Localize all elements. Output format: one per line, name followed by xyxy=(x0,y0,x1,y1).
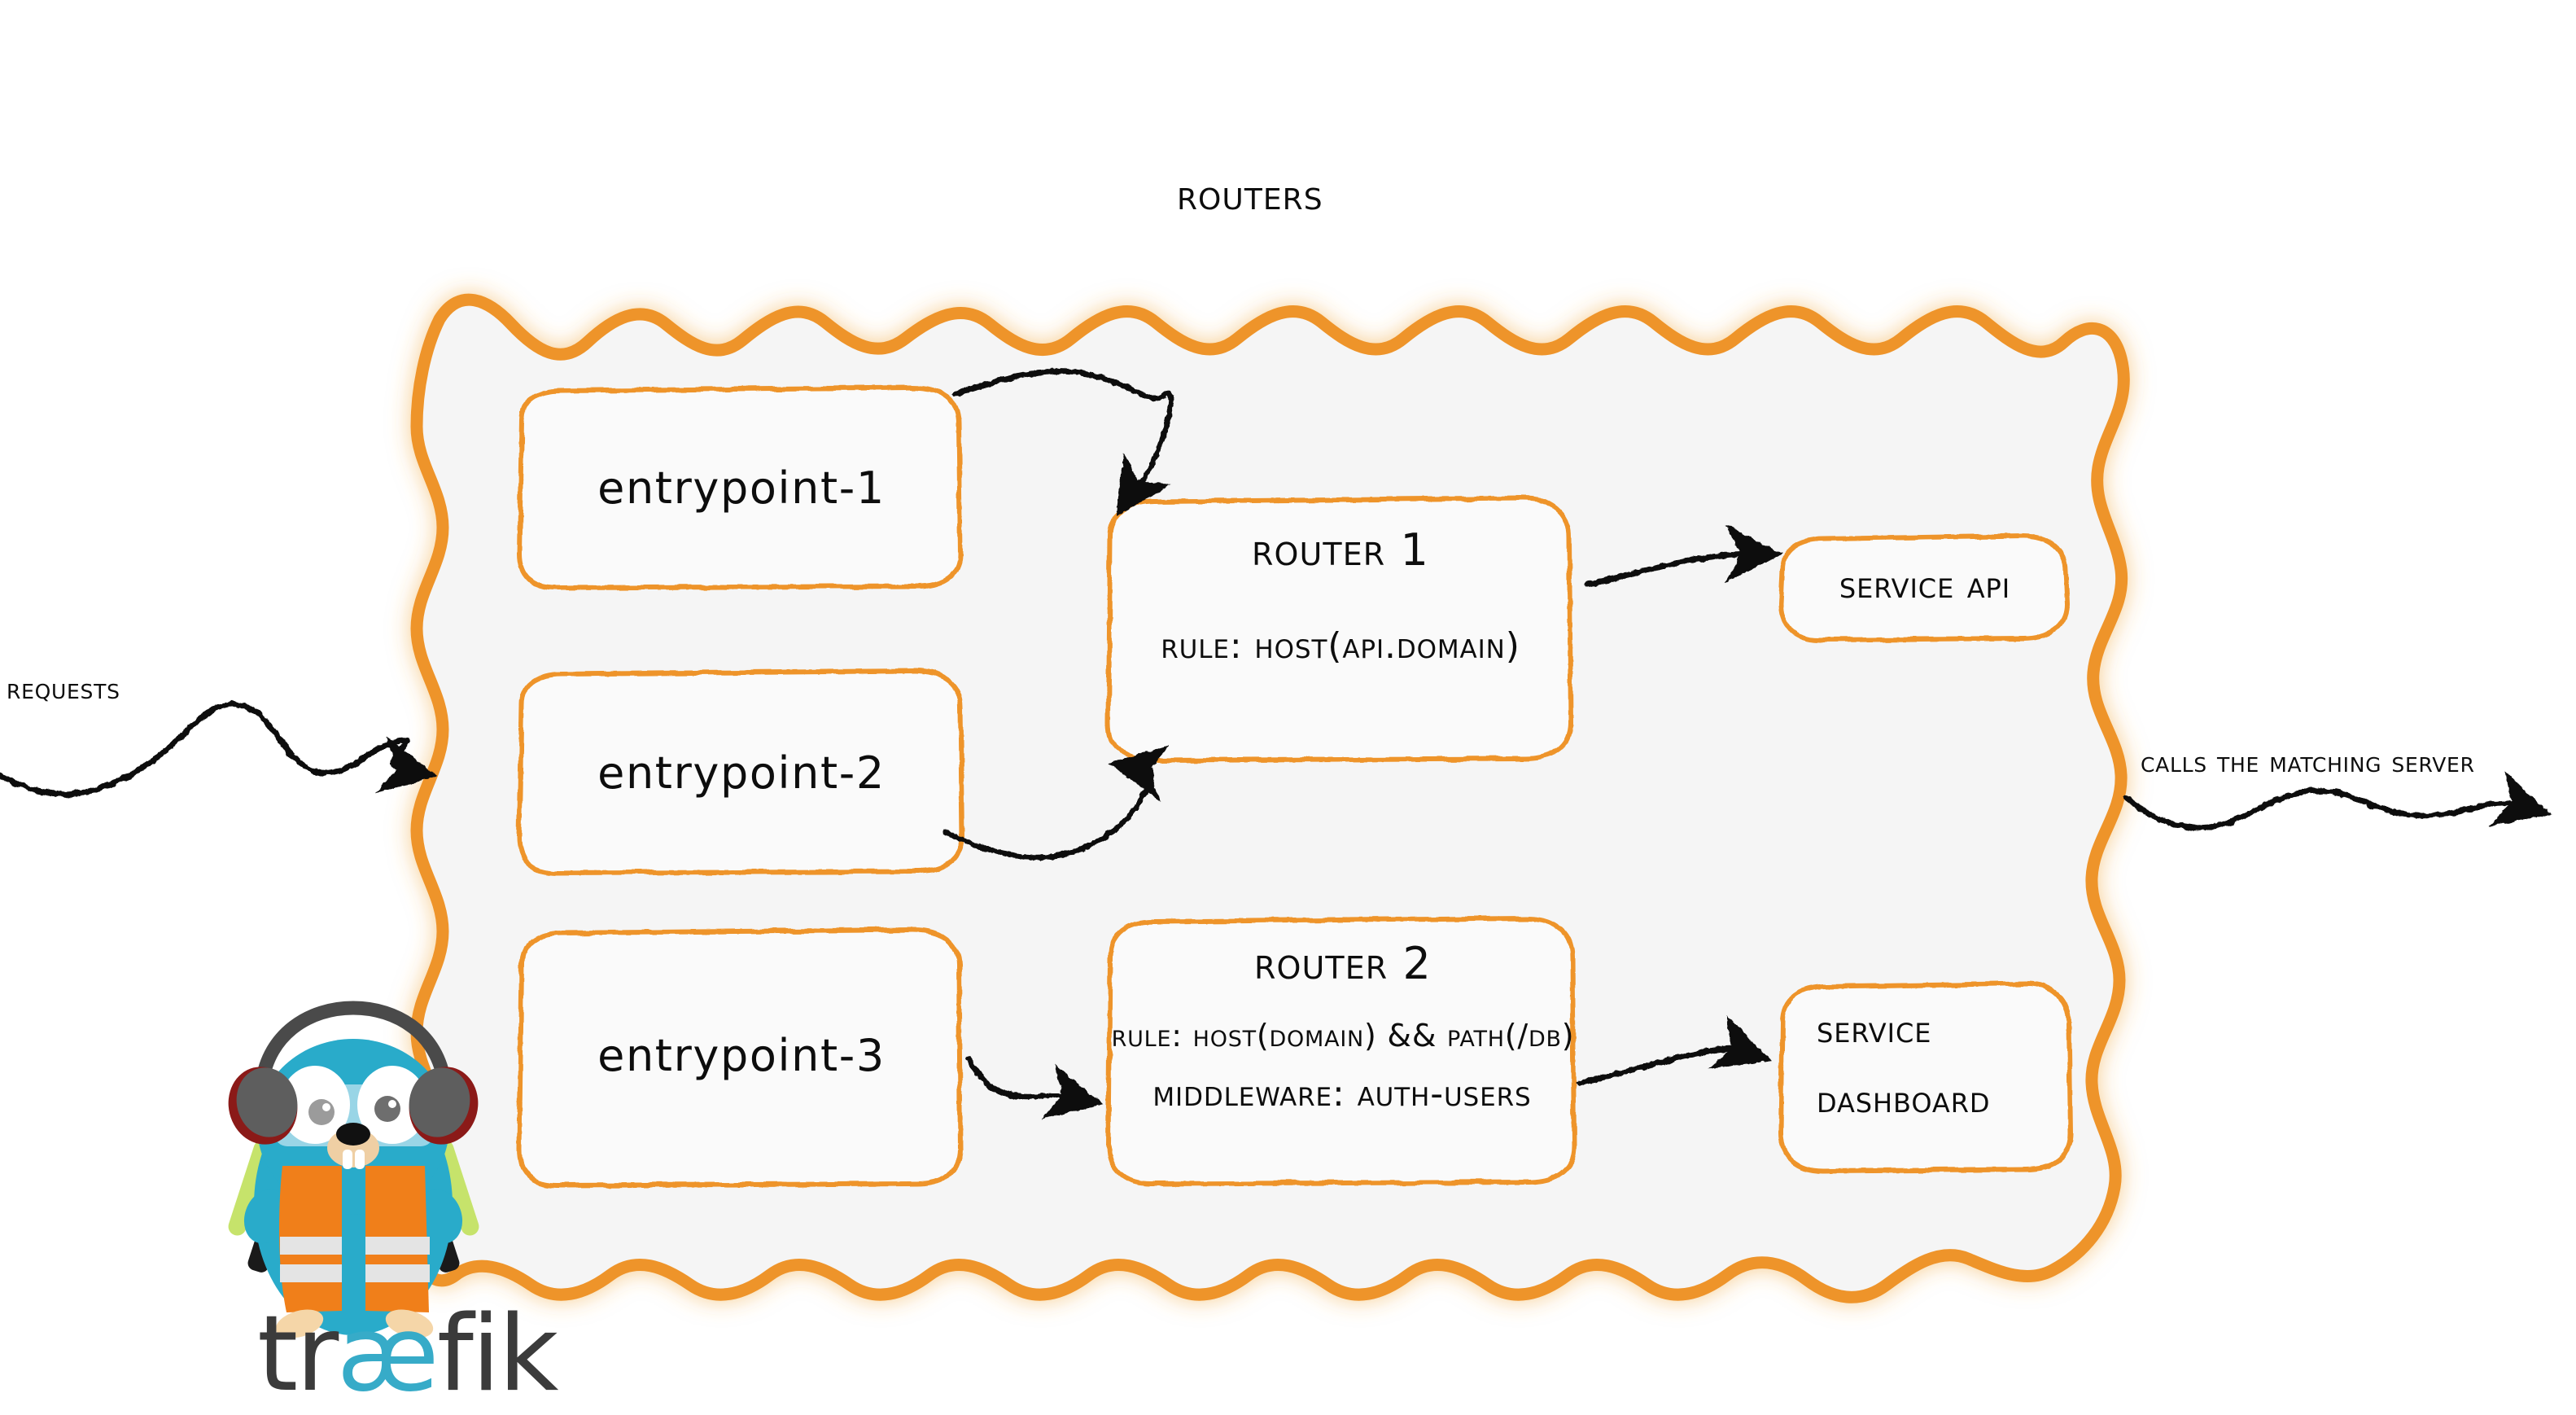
arrow-entrypoint1-to-router1 xyxy=(952,368,1174,517)
router-2-title: Router 2 xyxy=(1254,938,1432,989)
router-1-title: Router 1 xyxy=(1252,524,1429,576)
calls-matching-server-caption: Calls the matching server xyxy=(2141,746,2475,779)
traefik-wordmark: træfik xyxy=(257,1303,558,1407)
arrow-panel-to-calls xyxy=(2123,771,2552,831)
entrypoint-3-box xyxy=(517,927,963,1188)
entrypoint-2-label: entrypoint-2 xyxy=(597,747,886,799)
service-dashboard-label-line-1: Service xyxy=(1817,1007,1932,1051)
gopher-nose xyxy=(336,1123,370,1146)
gopher-headphones-band xyxy=(255,1001,452,1090)
router-2-middleware: Middleware: auth-users xyxy=(1152,1073,1532,1115)
requests-caption: Requests xyxy=(7,672,120,706)
service-api-box xyxy=(1778,533,2070,642)
service-api-label: Service API xyxy=(1839,563,2011,607)
page-title: Routers xyxy=(1177,171,1323,220)
wordmark-prefix: tr xyxy=(257,1294,339,1415)
arrow-router1-to-serviceapi xyxy=(1584,524,1783,588)
arrow-entrypoint3-to-router1 xyxy=(965,1055,1104,1120)
entrypoint-3-label: entrypoint-3 xyxy=(597,1030,886,1081)
entrypoint-1-box xyxy=(517,385,963,590)
router-2-box xyxy=(1106,916,1577,1186)
wordmark-suffix: fik xyxy=(436,1294,559,1415)
entrypoint-1-label: entrypoint-1 xyxy=(597,462,886,514)
router-1-rule: rule: Host(api.domain) xyxy=(1161,625,1520,667)
wordmark-ligature: æ xyxy=(336,1294,440,1415)
service-dashboard-label-line-2: Dashboard xyxy=(1817,1077,1991,1121)
arrow-router2-to-servicedashboard xyxy=(1576,1014,1772,1086)
arrow-requests-to-panel xyxy=(0,701,438,797)
arrow-entrypoint2-to-router1 xyxy=(942,744,1170,861)
service-dashboard-box xyxy=(1778,981,2073,1173)
router-2-rule: rule: Host(domain) && Path(/db) xyxy=(1111,1018,1575,1054)
